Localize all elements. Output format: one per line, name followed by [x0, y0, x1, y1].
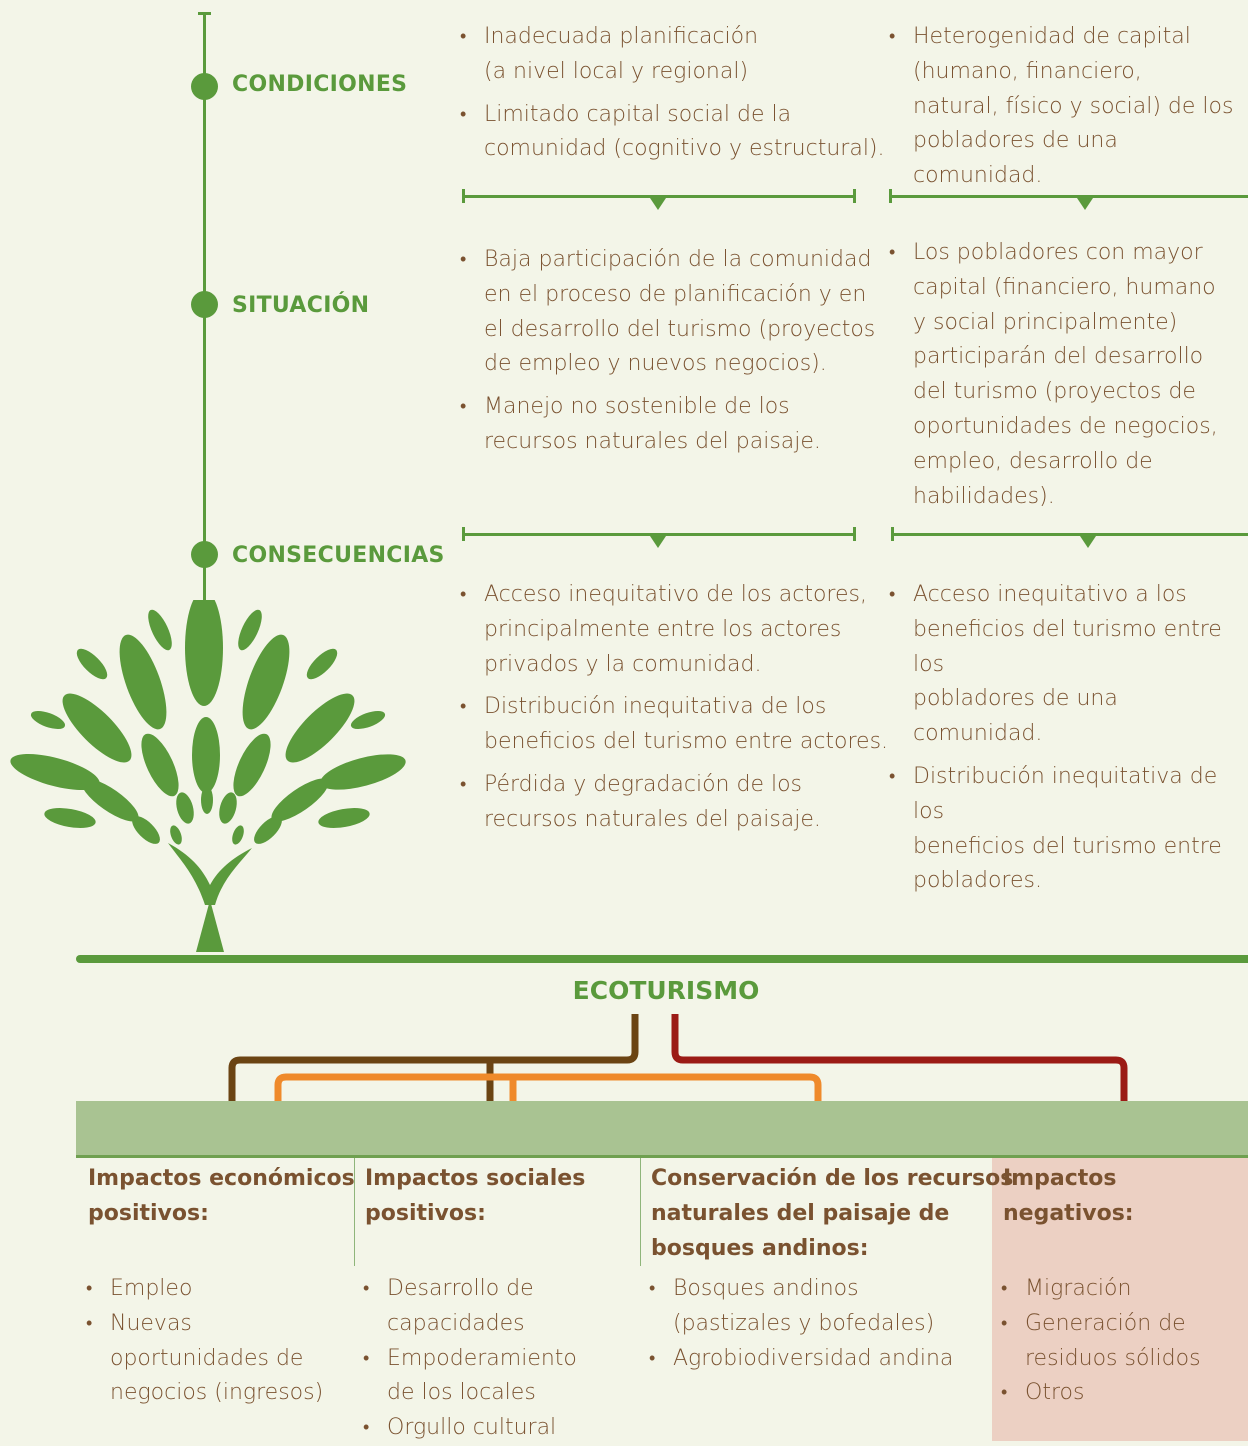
list-item: Heterogenidad de capital (humano, financ…: [889, 20, 1248, 194]
impact-list-negative: Migración Generación de residuos sólidos…: [1001, 1272, 1201, 1411]
list-item-text: Empoderamiento de los locales: [387, 1345, 577, 1406]
connector-conditions-right: [889, 189, 1248, 210]
branch-negative: [671, 1014, 1128, 1105]
impact-title-negative: Impactos negativos:: [1003, 1166, 1134, 1226]
ground-line: [76, 955, 1248, 963]
list-item: Empoderamiento de los locales: [363, 1342, 577, 1412]
list-item: Agrobiodiversidad andina: [649, 1342, 953, 1377]
list-item-text: Los pobladores con mayor capital (financ…: [913, 240, 1218, 509]
connector-situation-right: [891, 527, 1248, 548]
situation-right-list: Los pobladores con mayor capital (financ…: [889, 236, 1218, 522]
list-item-text: Pérdida y degradación de los recursos na…: [484, 771, 821, 832]
list-item: Baja participación de la comunidad en el…: [460, 243, 875, 382]
arrow-down-icon: [648, 533, 668, 548]
list-item-text: Inadecuada planificación (a nivel local …: [484, 24, 759, 84]
list-item-text: Limitado capital social de la comunidad …: [484, 101, 885, 162]
situation-left-list: Baja participación de la comunidad en el…: [460, 243, 875, 468]
list-item: Nuevas oportunidades de negocios (ingres…: [86, 1307, 323, 1411]
list-item-text: Acceso inequitativo a los beneficios del…: [913, 582, 1222, 747]
list-item: Acceso inequitativo a los beneficios del…: [889, 578, 1248, 752]
arrow-down-icon: [1075, 195, 1095, 210]
list-item: Orgullo cultural: [363, 1411, 577, 1446]
consequences-left-list: Acceso inequitativo de los actores, prin…: [460, 578, 888, 846]
list-item: Distribución inequitativa de los benefic…: [889, 760, 1248, 899]
list-item: Desarrollo de capacidades: [363, 1272, 577, 1342]
ecotourism-title: ECOTURISMO: [572, 976, 760, 1005]
impact-list-social: Desarrollo de capacidades Empoderamiento…: [363, 1272, 577, 1446]
connector-conditions-left: [462, 189, 856, 210]
impacts-band-border: [76, 1155, 1248, 1158]
list-item-text: Otros: [1025, 1380, 1085, 1406]
list-item: Distribución inequitativa de los benefic…: [460, 690, 888, 760]
list-item: Los pobladores con mayor capital (financ…: [889, 236, 1218, 514]
list-item-text: Distribución inequitativa de los benefic…: [913, 763, 1222, 894]
list-item-text: Migración: [1025, 1276, 1132, 1301]
stage-dot-situation: [191, 291, 218, 318]
list-item-text: Empleo: [110, 1276, 193, 1301]
list-item: Migración: [1001, 1272, 1201, 1307]
list-item-text: Desarrollo de capacidades: [387, 1276, 534, 1336]
list-item: Limitado capital social de la comunidad …: [460, 98, 885, 168]
conditions-left-list: Inadecuada planificación (a nivel local …: [460, 20, 885, 175]
list-item: Acceso inequitativo de los actores, prin…: [460, 578, 888, 682]
list-item: Inadecuada planificación (a nivel local …: [460, 20, 885, 90]
branch-positive-economic-social: [228, 1014, 639, 1105]
list-item-text: Manejo no sostenible de los recursos nat…: [484, 394, 821, 454]
list-item-text: Baja participación de la comunidad en el…: [484, 247, 876, 377]
impact-list-conservation: Bosques andinos (pastizales y bofedales)…: [649, 1272, 953, 1376]
list-item-text: Agrobiodiversidad andina: [673, 1345, 954, 1371]
arrow-down-icon: [648, 195, 668, 210]
list-item: Generación de residuos sólidos: [1001, 1307, 1201, 1377]
list-item-text: Orgullo cultural: [387, 1415, 557, 1441]
impact-title-economic: Impactos económicos positivos:: [88, 1166, 355, 1226]
conditions-right-list: Heterogenidad de capital (humano, financ…: [889, 20, 1248, 202]
column-divider: [640, 1158, 641, 1266]
stage-label-situation: SITUACIÓN: [232, 293, 370, 318]
impact-branches: [228, 1014, 1128, 1105]
list-item-text: Heterogenidad de capital (humano, financ…: [913, 24, 1234, 189]
list-item-text: Distribución inequitativa de los benefic…: [484, 694, 889, 755]
stage-dot-consequences: [191, 541, 218, 568]
tree-icon: [10, 600, 406, 952]
list-item: Manejo no sostenible de los recursos nat…: [460, 390, 875, 460]
branch-conservation: [274, 1073, 822, 1105]
impact-list-economic: Empleo Nuevas oportunidades de negocios …: [86, 1272, 323, 1411]
timeline-line: [203, 14, 206, 624]
timeline-top-cap: [198, 12, 211, 15]
list-item-text: Bosques andinos (pastizales y bofedales): [673, 1276, 935, 1336]
list-item: Pérdida y degradación de los recursos na…: [460, 768, 888, 838]
list-item-text: Nuevas oportunidades de negocios (ingres…: [110, 1310, 324, 1406]
impact-title-social: Impactos sociales positivos:: [365, 1166, 586, 1226]
list-item-text: Generación de residuos sólidos: [1025, 1310, 1201, 1371]
connector-situation-left: [462, 527, 856, 548]
list-item: Empleo: [86, 1272, 323, 1307]
stage-label-conditions: CONDICIONES: [232, 72, 408, 97]
column-divider: [354, 1158, 355, 1266]
list-item: Otros: [1001, 1376, 1201, 1411]
list-item: Bosques andinos (pastizales y bofedales): [649, 1272, 953, 1342]
stage-label-consequences: CONSECUENCIAS: [232, 543, 445, 568]
list-item-text: Acceso inequitativo de los actores, prin…: [484, 582, 867, 677]
stage-dot-conditions: [191, 73, 218, 100]
arrow-down-icon: [1078, 533, 1098, 548]
consequences-right-list: Acceso inequitativo a los beneficios del…: [889, 578, 1248, 907]
impact-title-conservation: Conservación de los recursos naturales d…: [651, 1166, 1014, 1261]
impacts-band: [76, 1101, 1248, 1155]
